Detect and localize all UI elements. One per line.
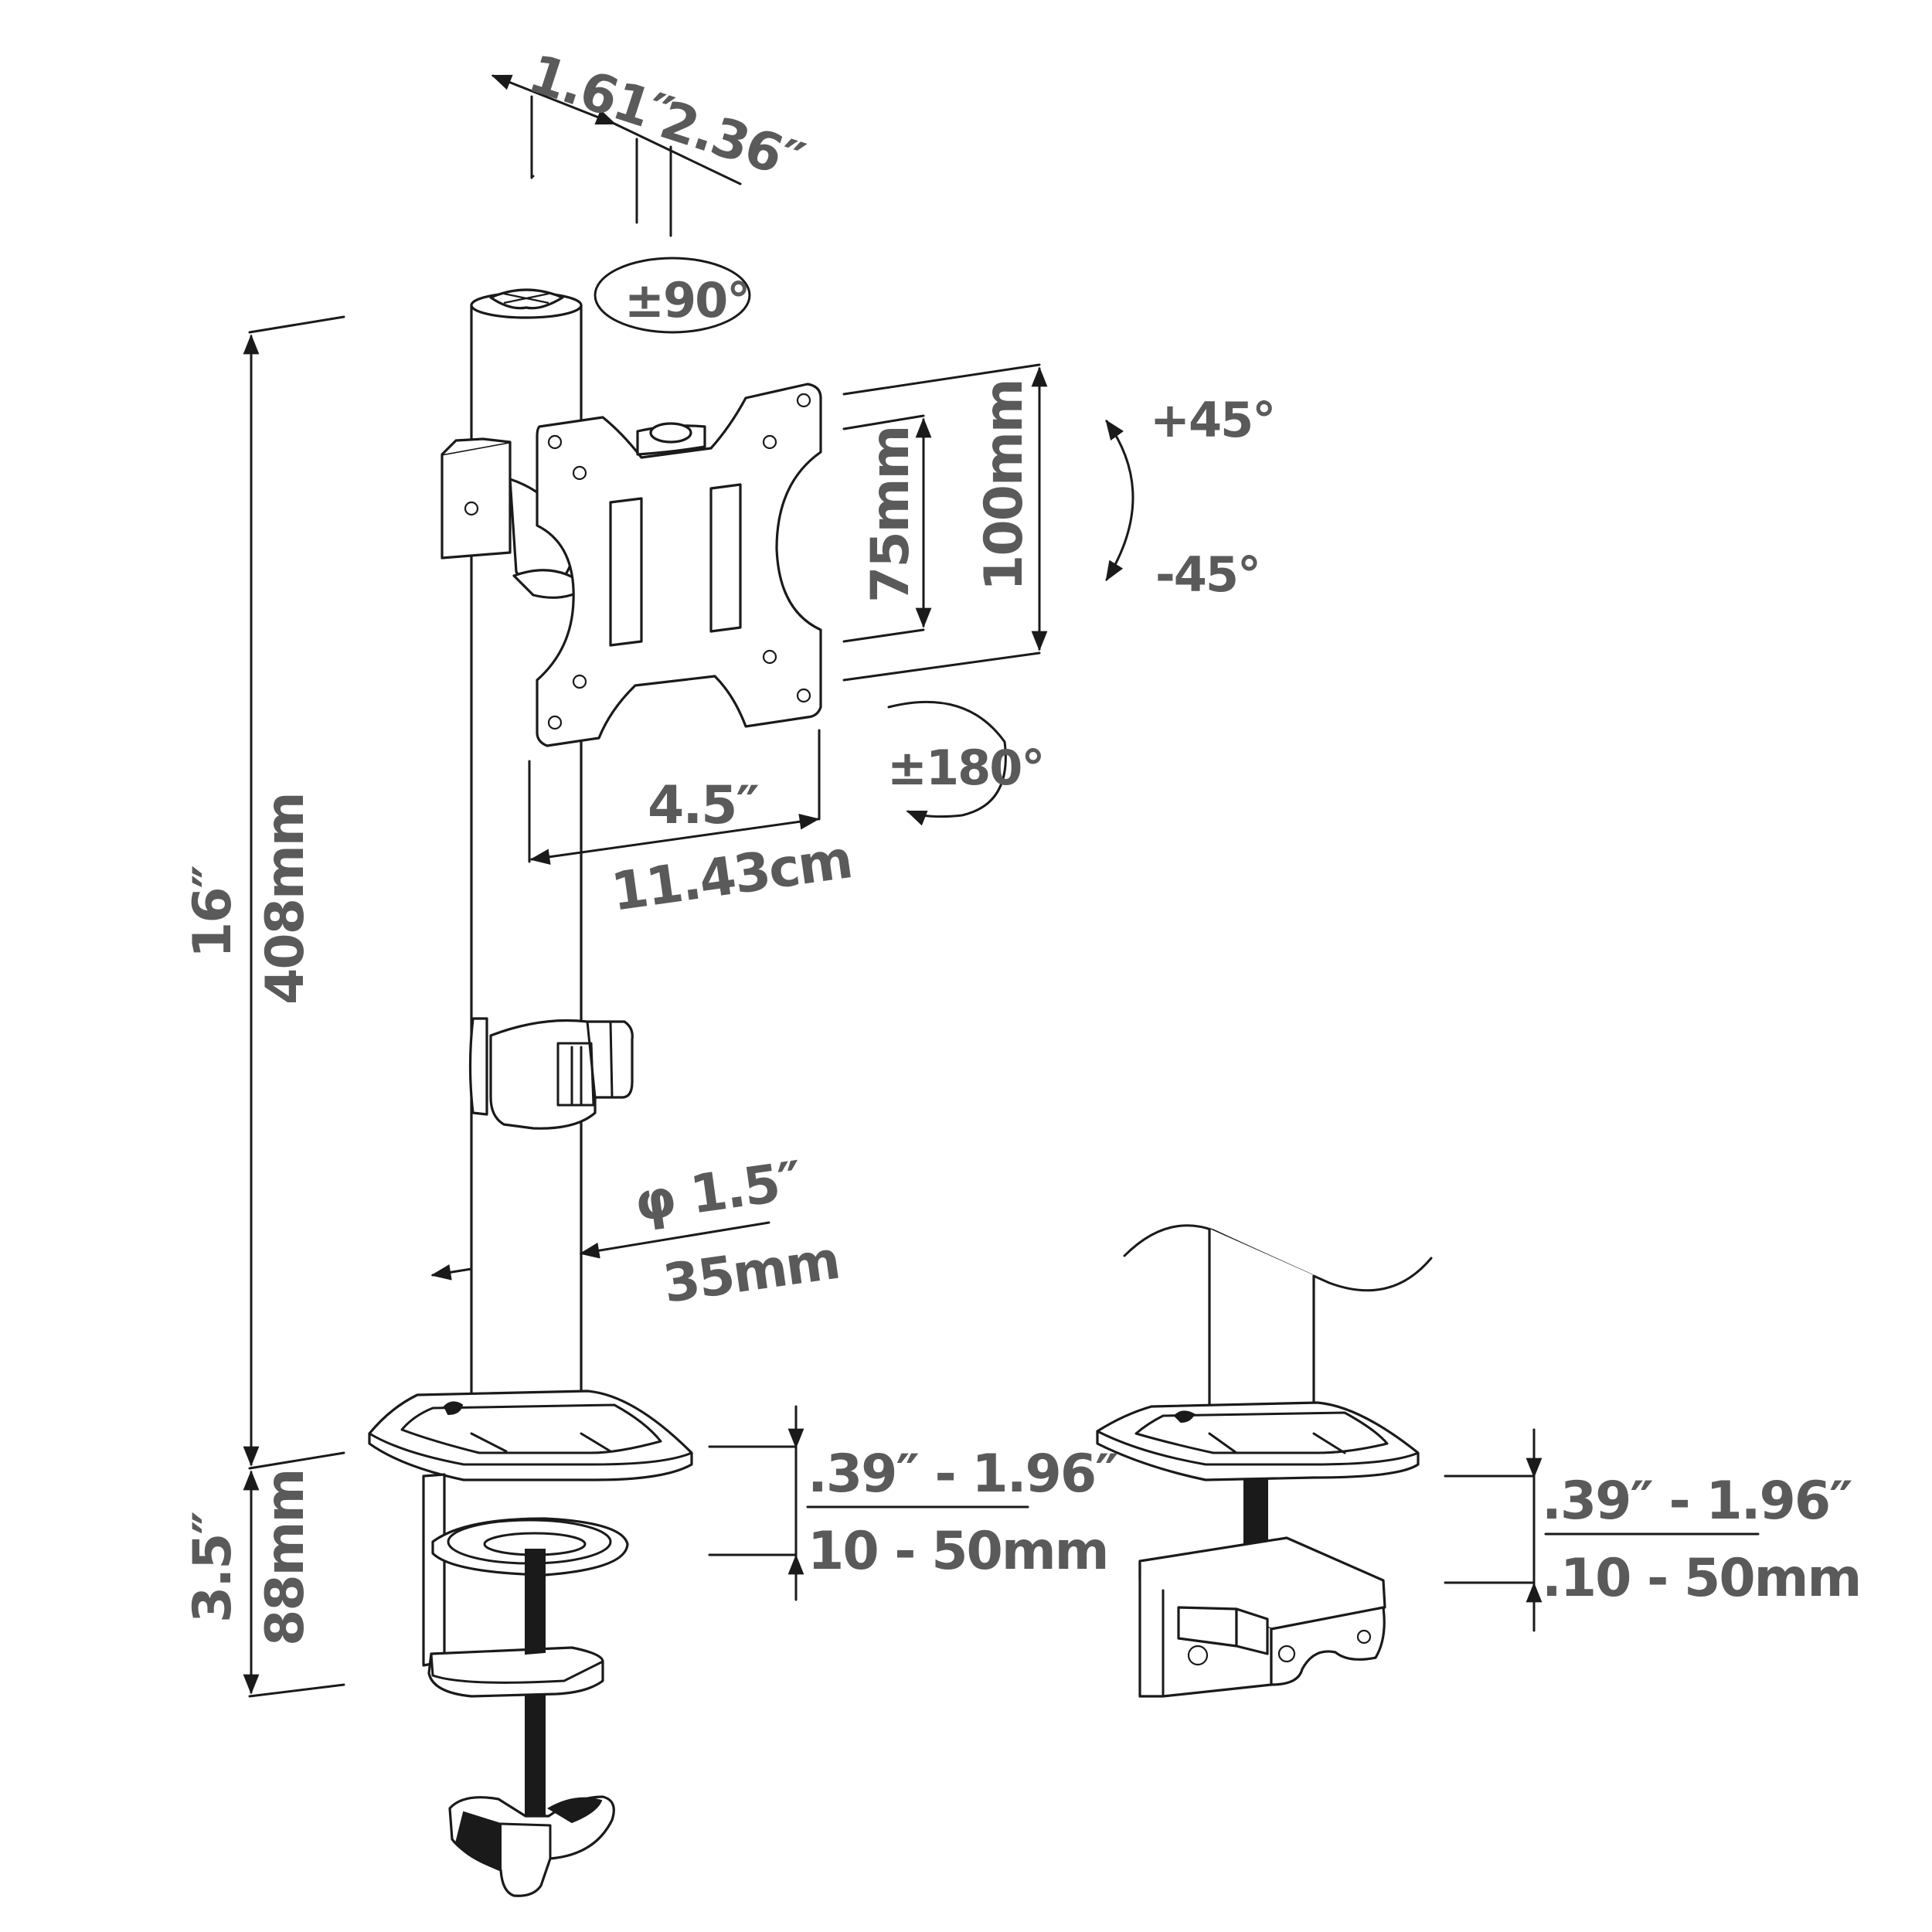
clamp-height-mm-label: 88mm: [255, 1470, 316, 1646]
swivel-label: ±90°: [624, 272, 749, 328]
desk-thickness-mm-right-label: .10 - 50mm: [1542, 1548, 1860, 1609]
pole-height-in-label: 16″: [182, 866, 243, 958]
pole-diameter-in-label: φ 1.5″: [631, 1150, 804, 1233]
vesa-plate: [536, 383, 822, 747]
offset-a-label: 1.61″: [522, 43, 679, 146]
rotation-label: ±180°: [887, 740, 1043, 796]
pole-diameter-mm-label: 35mm: [659, 1230, 842, 1315]
tilt-up-label: +45°: [1150, 392, 1274, 448]
clamp-height-in-label: 3.5″: [182, 1512, 243, 1623]
vesa-100-label: 100mm: [974, 379, 1035, 591]
tilt-down-label: -45°: [1155, 546, 1260, 603]
desk-thickness-in-left-label: .39″ - 1.96″: [808, 1444, 1117, 1505]
desk-clamp: [368, 1389, 693, 1897]
offset-b-label: 2.36″: [653, 90, 811, 192]
desk-thickness-in-right-label: .39″ - 1.96″: [1542, 1471, 1852, 1532]
desk-thickness-mm-left-label: 10 - 50mm: [808, 1521, 1108, 1582]
pole-height-mm-label: 408mm: [255, 793, 316, 1005]
plate-width-in-label: 4.5″: [648, 775, 758, 836]
clamp-detail: [1096, 1224, 1433, 1698]
cable-clip: [468, 1017, 634, 1130]
vesa-75-label: 75mm: [860, 427, 921, 603]
dimension-lines: [243, 74, 1760, 1698]
